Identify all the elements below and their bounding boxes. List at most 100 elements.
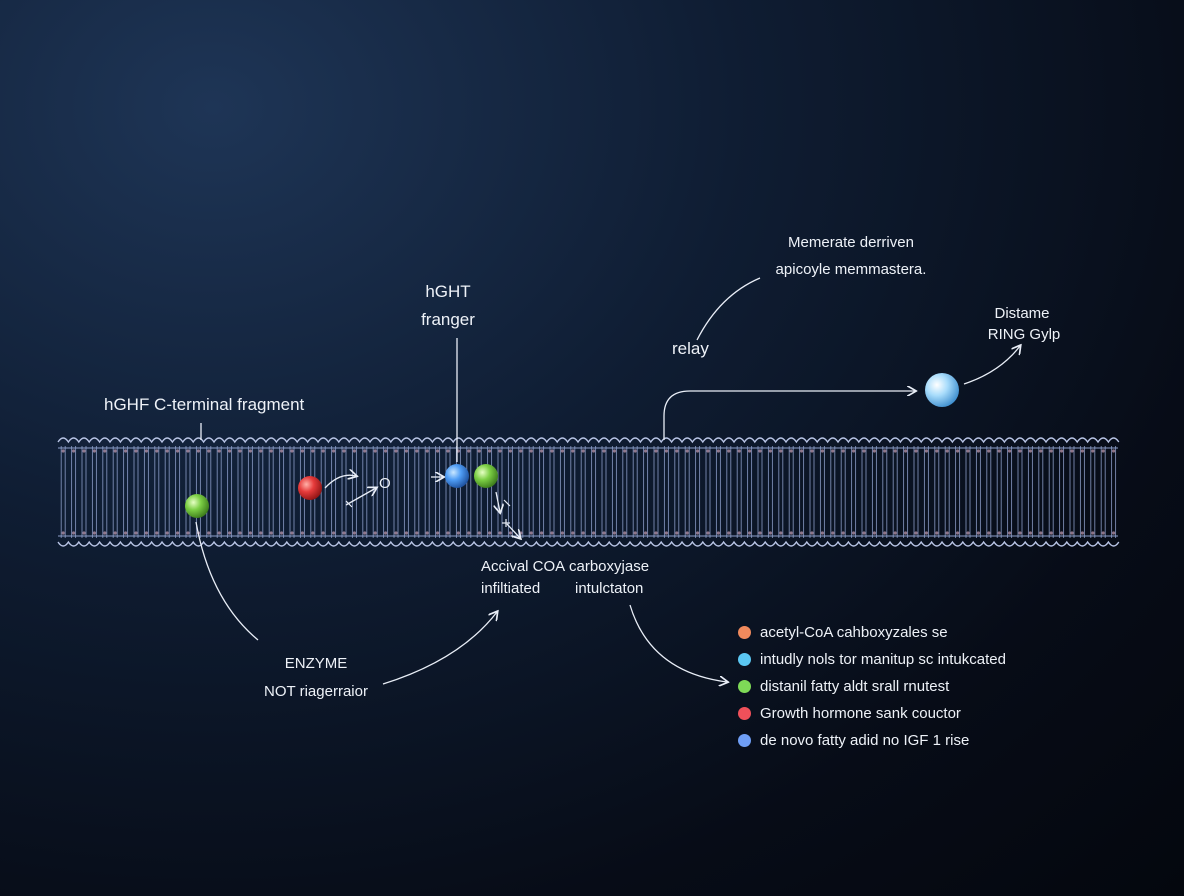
lipid-tail <box>403 446 409 538</box>
lipid-head-dot <box>571 449 575 453</box>
lipid-head-dot <box>810 531 814 535</box>
lipid-head-dot <box>290 531 294 535</box>
hght-label-line2: franger <box>421 310 475 329</box>
lipid-head-dot <box>1060 449 1064 453</box>
lipid-head-dot <box>768 449 773 453</box>
lipid-head-dot <box>893 531 897 535</box>
lipid-head-dot <box>976 449 981 453</box>
lipid-head-dot <box>997 531 1001 535</box>
lipid-head-dot <box>300 531 304 535</box>
lipid-head-dot <box>872 531 877 535</box>
memerate-label-line2: apicoyle memmastera. <box>775 261 927 278</box>
lipid-head-dot <box>373 531 377 535</box>
lipid-head-dot <box>217 449 221 453</box>
lipid-tail <box>123 446 129 538</box>
lipid-tail <box>903 446 909 538</box>
lipid-head-dot <box>540 531 544 535</box>
lipid-head-dot <box>103 531 107 535</box>
lipid-head-dot <box>529 531 533 535</box>
lipid-head-dot <box>664 531 669 535</box>
lipid-head-dot <box>165 531 169 535</box>
lipid-head-dot <box>592 531 596 535</box>
lipid-tail <box>965 446 971 538</box>
lipid-head-dot <box>1080 449 1084 453</box>
lipid-head-dot <box>321 449 325 453</box>
lipid-tail <box>986 446 992 538</box>
legend-item: intudly nols tor manitup sc intukcated <box>738 646 1006 673</box>
lipid-tail <box>871 446 877 538</box>
lipid-head-dot <box>581 531 585 535</box>
lipid-head-dot <box>103 449 107 453</box>
lipid-head-dot <box>113 531 117 535</box>
lipid-head-dot <box>415 449 419 453</box>
lipid-head-dot <box>269 531 273 535</box>
lipid-head-dot <box>706 449 710 453</box>
lipid-head-dot <box>571 531 575 535</box>
enzyme-label-line2: NOT riagerraior <box>264 683 368 700</box>
lipid-tail <box>809 446 815 538</box>
o-glyph: O <box>379 475 391 492</box>
memerate-curve <box>696 277 761 341</box>
lipid-head-dot <box>1060 531 1064 535</box>
lipid-tail <box>799 446 805 538</box>
lipid-tail <box>497 446 503 538</box>
lipid-head-dot <box>228 531 232 535</box>
lipid-head-dot <box>737 449 741 453</box>
lipid-head-dot <box>61 531 65 535</box>
lipid-tail <box>788 446 794 538</box>
lipid-head-dot <box>446 531 450 535</box>
lipid-head-dot <box>207 449 211 453</box>
lipid-head-dot <box>259 449 263 453</box>
lipid-head-dot <box>664 449 669 453</box>
lipid-head-dot <box>997 449 1001 453</box>
lipid-tail <box>861 446 867 538</box>
lipid-tail <box>882 446 888 538</box>
lipid-head-dot <box>1101 449 1105 453</box>
lipid-tail <box>414 446 420 538</box>
lipid-head-dot <box>956 531 960 535</box>
lipid-head-dot <box>862 531 866 535</box>
lipid-head-dot <box>644 531 648 535</box>
lipid-head-dot <box>529 449 533 453</box>
lipid-tail <box>216 446 222 538</box>
lipid-tail <box>1007 446 1013 538</box>
lipid-head-dot <box>841 449 845 453</box>
lipid-tail <box>632 446 638 538</box>
legend-item: acetyl-CoA cahboxyzales se <box>738 619 1006 646</box>
lipid-head-dot <box>124 531 128 535</box>
lipid-head-dot <box>592 449 596 453</box>
lipid-head-dot <box>134 449 138 453</box>
lipid-tail <box>819 446 825 538</box>
lipid-head-dot <box>852 449 856 453</box>
lipid-tail <box>331 446 337 538</box>
lipid-tail <box>476 446 482 538</box>
lipid-tail <box>653 446 659 538</box>
legend-swatch-green <box>738 680 751 693</box>
carboxy-label-line2: intulctaton <box>575 580 644 597</box>
green-second-arrow <box>506 523 520 538</box>
lipid-head-dot <box>841 531 845 535</box>
lipid-head-dot <box>1018 531 1022 535</box>
lipid-head-dot <box>831 531 835 535</box>
lipid-head-dot <box>124 449 128 453</box>
lipid-tail <box>258 446 264 538</box>
lipid-tail <box>268 446 274 538</box>
lipid-tail <box>934 446 940 538</box>
lipid-head-dot <box>498 531 502 535</box>
lipid-tail <box>955 446 961 538</box>
lipid-tail <box>539 446 545 538</box>
relay-connector <box>663 391 915 440</box>
lipid-head-dot <box>259 531 263 535</box>
lipid-tail <box>1100 446 1106 538</box>
lipid-tail <box>757 446 763 538</box>
lipid-head-dot <box>155 531 159 535</box>
lipid-head-dot <box>966 449 970 453</box>
lipid-head-dot <box>311 531 315 535</box>
lipid-head-dot <box>1039 531 1043 535</box>
lipid-head-dot <box>675 531 679 535</box>
lipid-tail <box>580 446 586 538</box>
lipid-tail <box>1038 446 1044 538</box>
lipid-head-dot <box>248 531 252 535</box>
lipid-head-dot <box>893 449 897 453</box>
